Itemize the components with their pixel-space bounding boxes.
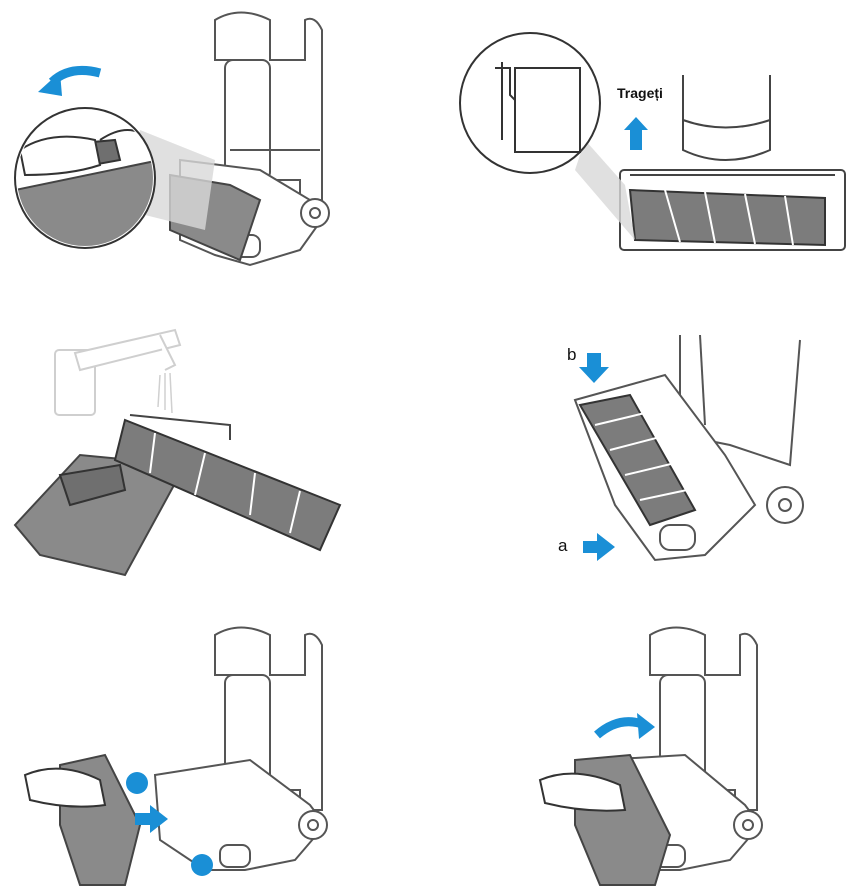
push-right-arrow-icon xyxy=(583,533,615,561)
step-remove-cover xyxy=(0,0,425,295)
rotate-arrow-icon xyxy=(597,722,645,735)
step-attach-cover xyxy=(0,595,425,890)
faucet-icon xyxy=(55,330,180,415)
vacuum-body xyxy=(683,75,770,160)
brush-roll xyxy=(630,190,825,245)
rotate-arrow-head xyxy=(637,713,655,739)
step-insert-brush: b a xyxy=(425,295,851,595)
water-stream xyxy=(158,373,172,413)
contact-point-top xyxy=(126,772,148,794)
label-a: a xyxy=(558,536,567,556)
step-close-cover xyxy=(425,595,851,890)
step-pull-brush: Trageți xyxy=(425,0,851,295)
pull-label: Trageți xyxy=(617,85,663,101)
detail-magnifier xyxy=(15,108,160,260)
rotate-arrow-head xyxy=(38,72,62,96)
push-down-arrow-icon xyxy=(579,353,609,383)
label-b: b xyxy=(567,345,576,365)
pull-up-arrow-icon xyxy=(624,117,648,150)
detail-magnifier xyxy=(460,33,600,173)
cover-tray xyxy=(25,755,140,885)
contact-point-bottom xyxy=(191,854,213,876)
step-rinse xyxy=(0,295,425,595)
